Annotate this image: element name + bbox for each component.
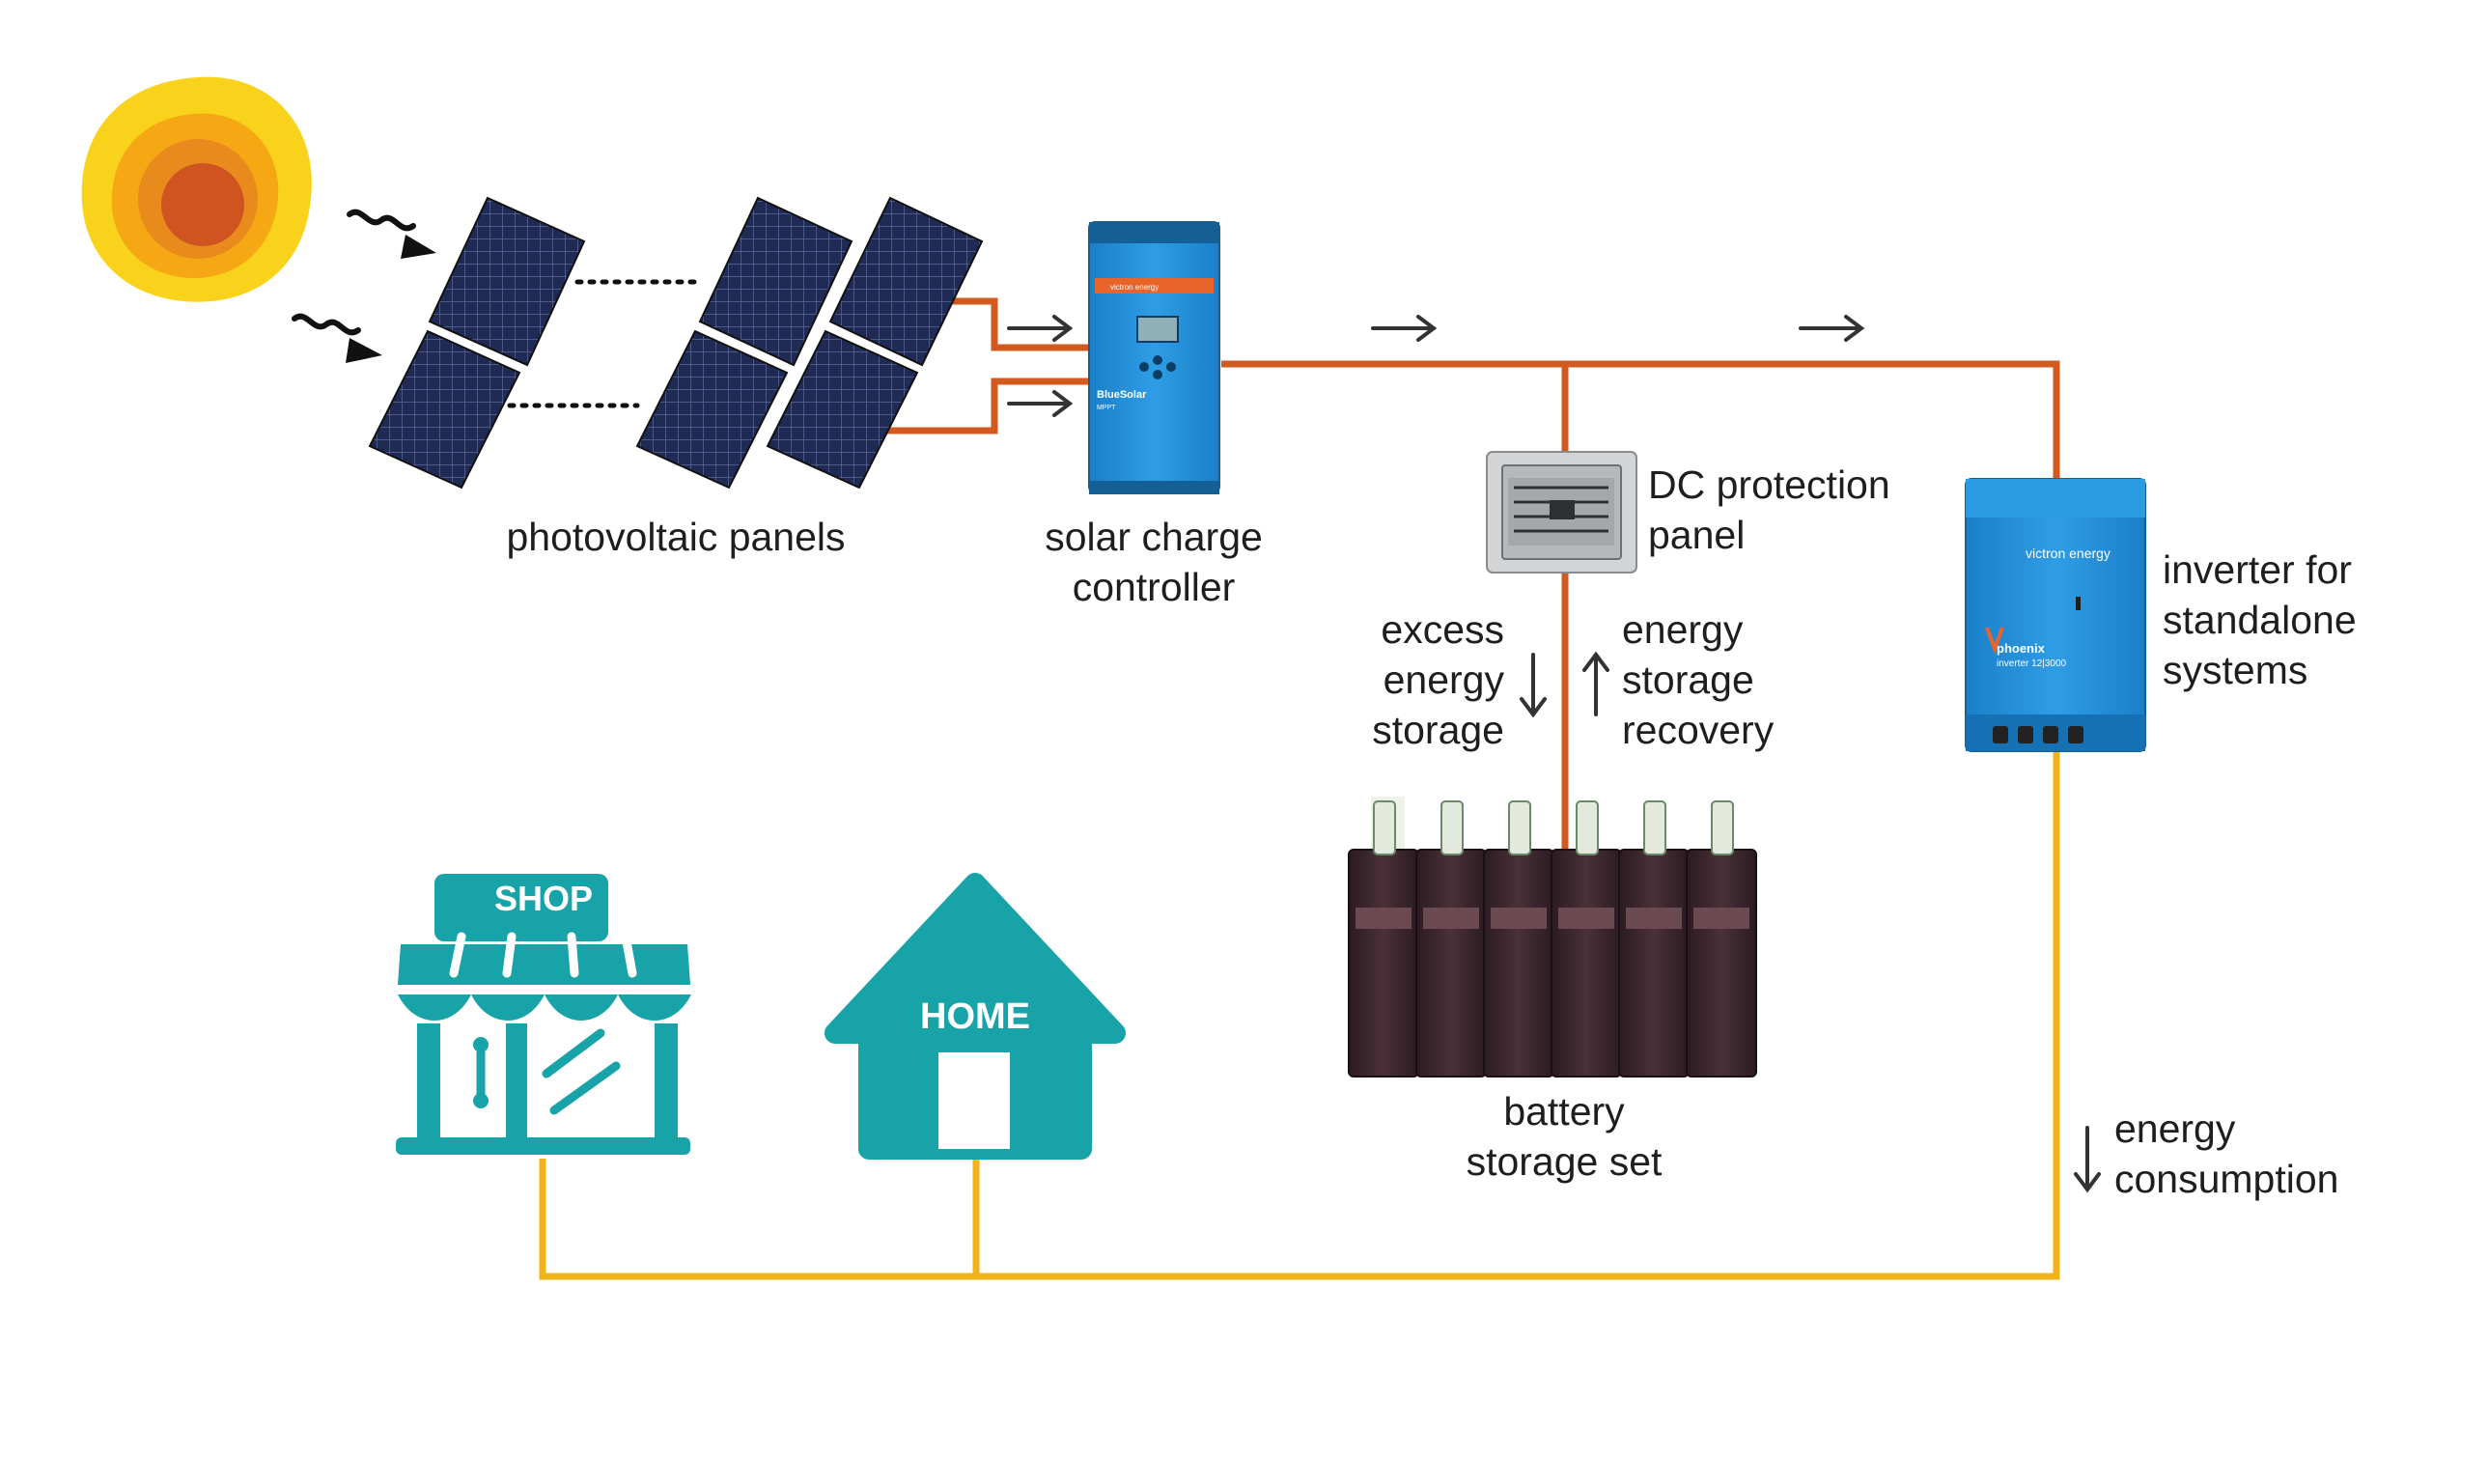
arrow-down-icon — [2074, 1126, 2101, 1193]
label-line: energy — [1622, 607, 1744, 652]
sunray-icon — [347, 209, 436, 259]
home-sign-text: HOME — [920, 996, 1030, 1037]
label-line: consumption — [2114, 1157, 2339, 1201]
arrow-right-icon — [1799, 315, 1865, 342]
battery-cell-icon — [1618, 800, 1690, 1078]
label-line: inverter for — [2163, 547, 2352, 592]
solar-panel-icon — [368, 329, 521, 490]
dc-protection-panel-device — [1486, 451, 1637, 574]
arrow-up-icon — [1582, 651, 1609, 716]
arrow-right-icon — [1007, 390, 1074, 417]
label-line: excess — [1381, 607, 1504, 652]
dc-line-panels-top — [951, 297, 1091, 351]
solar-panel-icon — [428, 196, 586, 367]
label-consumption: energy consumption — [2114, 1104, 2338, 1204]
label-dc-protection: DC protection panel — [1648, 460, 1890, 560]
dc-line-panels-bottom — [886, 378, 1091, 434]
label-line: storage set — [1466, 1139, 1663, 1184]
label-line: solar charge — [1045, 515, 1263, 559]
inverter-device: victron energy phoenix inverter 12|3000 — [1965, 478, 2146, 752]
label-storage-recovery: energy storage recovery — [1622, 604, 1774, 755]
label-line: recovery — [1622, 708, 1775, 752]
flow-arrows — [1007, 315, 2101, 1193]
label-line: battery — [1503, 1089, 1625, 1134]
battery-cell-icon — [1483, 800, 1554, 1078]
solar-panel-icon — [828, 196, 984, 367]
battery-cell-icon — [1551, 800, 1622, 1078]
label-line: storage — [1622, 658, 1754, 702]
photovoltaic-panels — [368, 196, 984, 490]
label-line: standalone — [2163, 598, 2357, 642]
controller-model-text: BlueSolar — [1097, 389, 1147, 401]
sunray-icon — [292, 313, 382, 363]
inverter-brand-text: victron energy — [2026, 546, 2111, 561]
label-line: energy — [1383, 658, 1504, 702]
battery-storage-set — [1348, 797, 1757, 1078]
label-line: energy — [2114, 1106, 2236, 1151]
inverter-sub-text: inverter 12|3000 — [1997, 658, 2067, 669]
label-inverter: inverter for standalone systems — [2163, 545, 2357, 695]
label-charge-controller: solar charge controller — [999, 512, 1308, 612]
label-line: photovoltaic panels — [506, 515, 846, 559]
panel-continuation-dots — [507, 279, 706, 408]
shop-sign-text: SHOP — [494, 879, 593, 918]
dc-bus — [1221, 360, 2060, 481]
charge-controller-device: victron energy BlueSolar MPPT — [1088, 221, 1220, 494]
solar-panel-icon — [766, 329, 919, 490]
label-battery: battery storage set — [1395, 1086, 1733, 1187]
dc-wiring — [886, 297, 2060, 869]
label-photovoltaic-panels: photovoltaic panels — [454, 512, 898, 562]
shop-icon: SHOP — [396, 874, 691, 1155]
solar-panel-icon — [635, 329, 789, 490]
label-line: DC protection — [1648, 462, 1890, 507]
solar-panel-icon — [698, 196, 853, 367]
label-line: storage — [1372, 708, 1504, 752]
battery-cell-icon — [1348, 797, 1419, 1078]
label-line: panel — [1648, 513, 1746, 557]
ac-wiring — [539, 748, 2060, 1280]
label-line: controller — [1072, 565, 1236, 609]
ac-line-consumption — [539, 748, 2060, 1280]
arrow-right-icon — [1371, 315, 1438, 342]
battery-cell-icon — [1415, 800, 1487, 1078]
arrow-right-icon — [1007, 315, 1074, 342]
controller-brand-text: victron energy — [1110, 283, 1159, 292]
battery-cell-icon — [1686, 800, 1757, 1078]
controller-sub-text: MPPT — [1097, 405, 1116, 411]
label-excess-storage: excess energy storage — [1255, 604, 1504, 755]
sunlight-rays — [292, 209, 436, 363]
sun-icon — [81, 76, 312, 302]
home-icon: HOME — [825, 873, 1126, 1160]
label-line: systems — [2163, 648, 2308, 692]
arrow-down-icon — [1520, 653, 1547, 718]
inverter-model-text: phoenix — [1997, 641, 2046, 656]
